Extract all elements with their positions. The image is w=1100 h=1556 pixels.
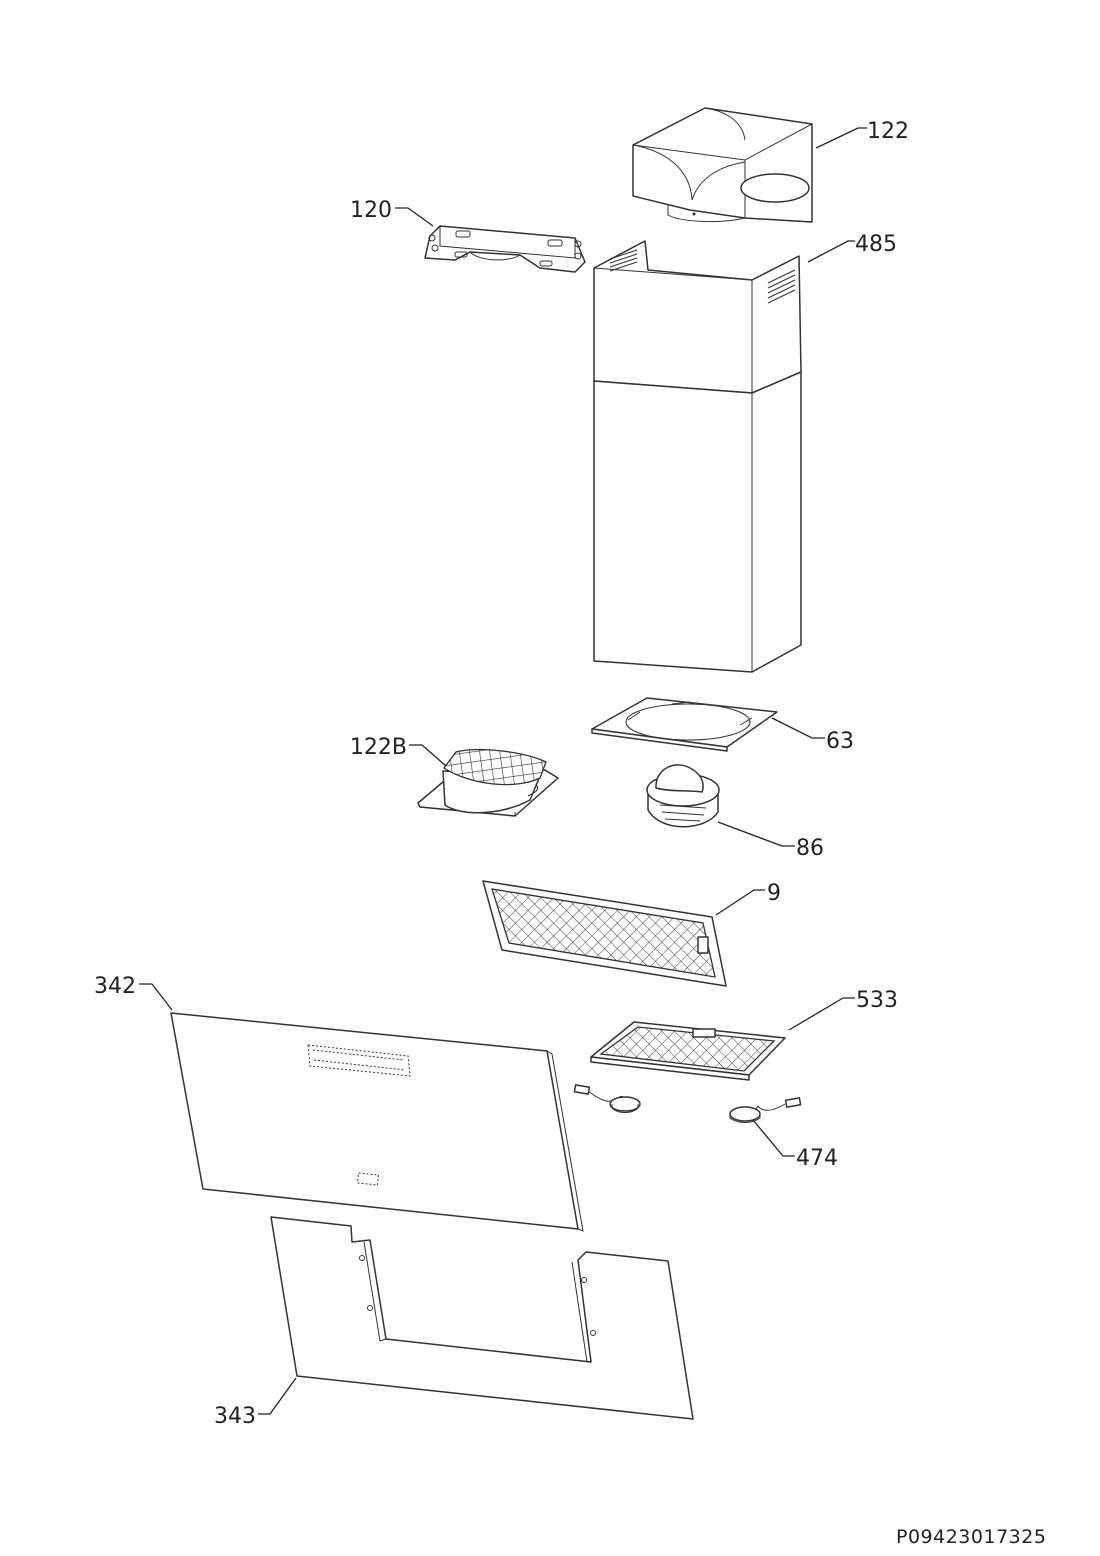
- label-122B: 122B: [350, 735, 407, 760]
- part-86-flap-valve: [646, 764, 720, 828]
- leader-485: [807, 240, 855, 263]
- leader-342: [139, 983, 173, 1011]
- leader-474: [752, 1119, 795, 1157]
- document-code: P09423017325: [896, 1526, 1047, 1548]
- leader-122: [815, 127, 867, 149]
- part-122-duct-connector: [632, 107, 813, 223]
- part-533-grease-filter: [590, 1021, 786, 1081]
- label-343: 343: [214, 1404, 256, 1429]
- part-474-lamps: [573, 1084, 802, 1123]
- label-342: 342: [94, 974, 136, 999]
- part-9-grease-filter: [482, 880, 727, 987]
- label-474: 474: [796, 1146, 838, 1171]
- part-122B-charcoal-filter: [417, 748, 559, 817]
- label-485: 485: [855, 232, 897, 257]
- label-120: 120: [350, 198, 392, 223]
- label-533: 533: [856, 988, 898, 1013]
- vent-slots-right: [767, 269, 796, 304]
- leader-9: [715, 889, 765, 916]
- leader-63: [771, 717, 825, 739]
- part-342-glass-panel: [170, 1012, 584, 1232]
- part-485-chimney: [593, 240, 802, 673]
- part-343-lower-panel: [270, 1216, 694, 1420]
- label-63: 63: [826, 729, 854, 754]
- leader-343: [258, 1377, 297, 1415]
- leader-533: [788, 997, 855, 1031]
- leader-120: [395, 207, 434, 227]
- label-9: 9: [767, 881, 781, 906]
- part-120-mounting-bracket: [424, 225, 586, 273]
- leader-122B: [409, 744, 447, 767]
- label-86: 86: [796, 836, 824, 861]
- label-122: 122: [867, 119, 909, 144]
- vent-slots-left: [609, 249, 638, 272]
- part-labels: 122 120 485 63 122B 86 9 342 533 474 343: [94, 119, 909, 1429]
- leader-lines: [139, 127, 867, 1415]
- leader-86: [717, 821, 795, 847]
- part-63-flange-plate: [591, 697, 778, 752]
